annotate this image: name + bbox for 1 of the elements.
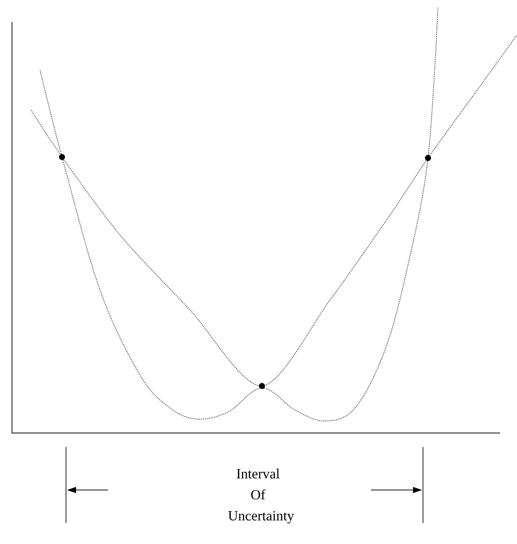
dimension-label: Interval Of Uncertainty bbox=[228, 468, 294, 524]
